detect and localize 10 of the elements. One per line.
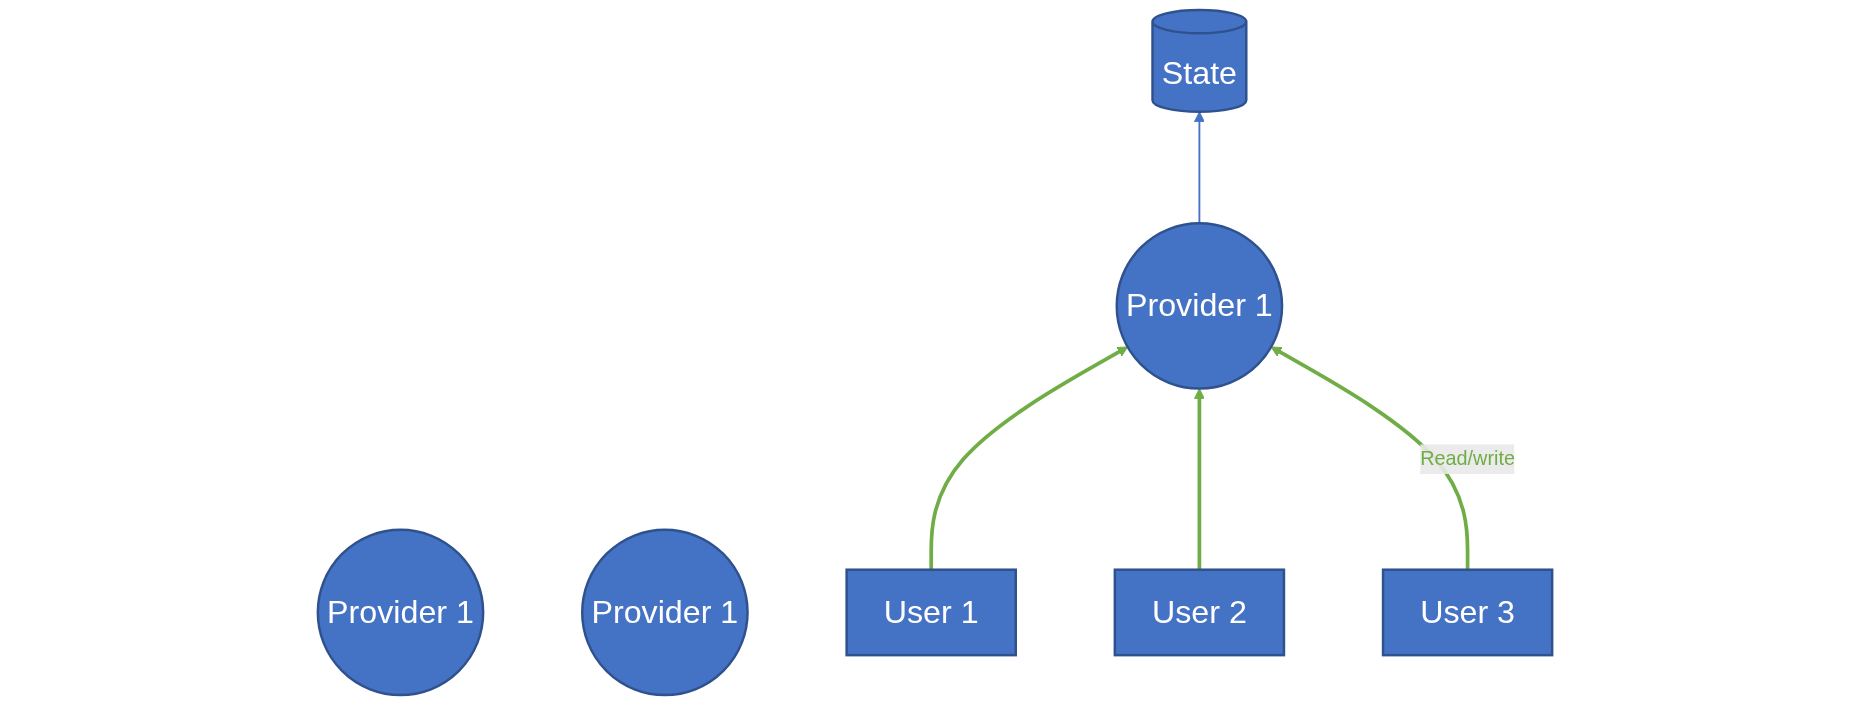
arrow (1270, 346, 1470, 570)
arrow (929, 346, 1129, 570)
node-circle: Provider 1 (316, 528, 485, 697)
node-box: User 3 (1381, 568, 1554, 657)
arrow (1193, 388, 1205, 570)
node-box: User 1 (845, 568, 1017, 657)
node-box: User 2 (1113, 568, 1286, 657)
node-circle: Provider 1 (581, 528, 749, 697)
node-circle: Provider 1 (1115, 222, 1284, 390)
edge-label: Read/write (1420, 448, 1515, 470)
